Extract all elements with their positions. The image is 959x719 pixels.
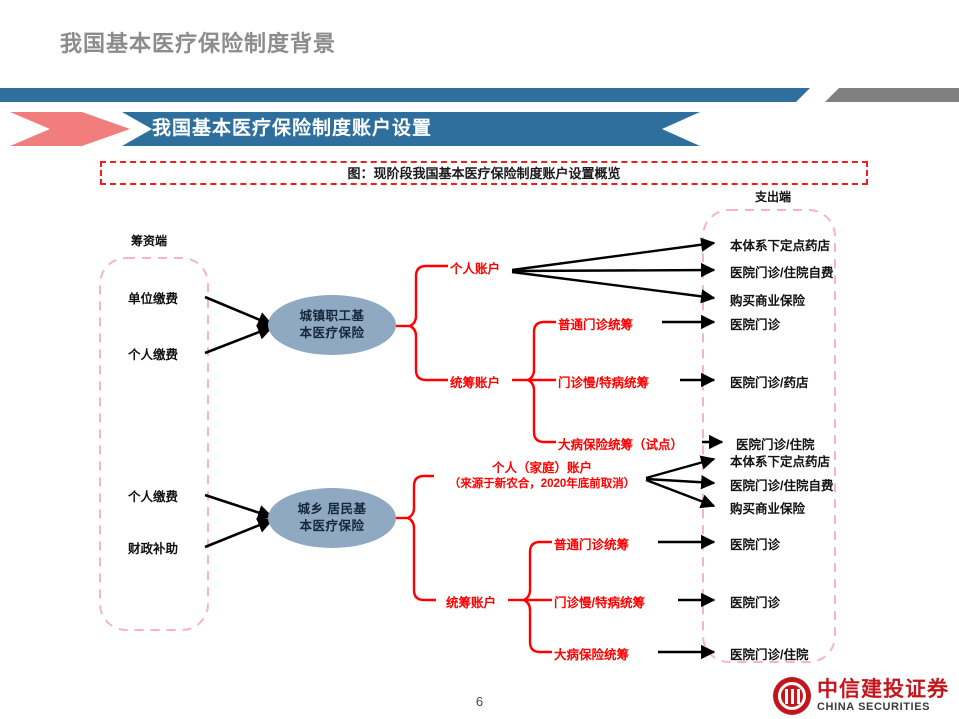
scheme-name-line1: 城镇职工基 [299, 309, 365, 323]
citic-mark-icon [773, 677, 811, 715]
diagram-connectors [99, 209, 836, 663]
company-logo-en: CHINA SECURITIES [817, 700, 931, 713]
output-node: 医院门诊/住院自费 [730, 479, 834, 493]
header-rule-blue-segment [0, 88, 810, 102]
scheme-name-line1: 城乡 居民基 [297, 502, 367, 516]
sub-account-node: 门诊慢/特病统筹 [554, 596, 645, 610]
account-node-family-label: 个人（家庭）账户 [491, 461, 592, 475]
expenditure-end-label: 支出端 [755, 190, 792, 204]
sub-account-node: 门诊慢/特病统筹 [558, 376, 649, 390]
banner-blue-chevron [122, 112, 700, 146]
sub-account-node: 普通门诊统筹 [554, 538, 630, 552]
output-node: 医院门诊/药店 [730, 376, 809, 390]
output-node: 购买商业保险 [730, 294, 806, 308]
input-node: 财政补助 [128, 542, 179, 556]
input-node: 个人缴费 [128, 490, 179, 504]
account-node-personal: 个人账户 [450, 262, 501, 276]
page-number: 6 [475, 694, 484, 709]
expenditure-boundary [702, 209, 836, 663]
scheme-name-line2: 本医疗保险 [299, 519, 365, 533]
figure-caption-text: 图：现阶段我国基本医疗保险制度账户设置概览 [347, 166, 621, 181]
scheme-name-line2: 本医疗保险 [299, 326, 365, 340]
scheme-oval-employee: 城镇职工基 本医疗保险 [268, 295, 396, 355]
sub-account-node: 普通门诊统筹 [558, 318, 634, 332]
header-rule [0, 88, 959, 102]
output-node: 本体系下定点药店 [730, 239, 831, 253]
output-node: 医院门诊 [730, 318, 781, 332]
output-node: 医院门诊 [730, 596, 781, 610]
output-node: 医院门诊/住院自费 [730, 266, 834, 280]
section-banner: 我国基本医疗保险制度账户设置 [10, 112, 700, 146]
output-node: 医院门诊 [730, 538, 781, 552]
output-node: 购买商业保险 [730, 502, 806, 516]
banner-red-chevron-icon [10, 112, 130, 146]
input-node: 个人缴费 [128, 348, 179, 362]
account-node-pooled: 统筹账户 [450, 376, 501, 390]
input-node: 单位缴费 [128, 292, 179, 306]
flow-diagram: 筹资端 支出端 单位缴费 个人缴费 城镇职工基 本医疗保险 个人账户 统筹账户 … [0, 190, 959, 680]
funding-boundary [99, 257, 209, 631]
company-logo-cn: 中信建投证券 [817, 677, 949, 701]
sub-account-node: 大病保险统筹 [554, 648, 630, 662]
page-title: 我国基本医疗保险制度背景 [60, 31, 337, 56]
output-node: 本体系下定点药店 [730, 455, 831, 469]
output-node: 医院门诊/住院 [730, 648, 809, 662]
account-node-pooled: 统筹账户 [446, 596, 497, 610]
header-rule-gray-segment [825, 88, 959, 102]
output-node: 医院门诊/住院 [736, 438, 815, 452]
account-node-family: 个人（家庭）账户 （来源于新农合，2020年底前取消） [436, 460, 648, 492]
company-logo: 中信建投证券 CHINA SECURITIES [773, 676, 949, 716]
sub-account-node: 大病保险统筹（试点） [558, 438, 684, 452]
figure-caption-box: 图：现阶段我国基本医疗保险制度账户设置概览 [100, 161, 868, 185]
account-node-family-note: （来源于新农合，2020年底前取消） [448, 478, 636, 490]
funding-end-label: 筹资端 [131, 234, 168, 248]
scheme-oval-resident: 城乡 居民基 本医疗保险 [268, 488, 396, 548]
section-banner-label: 我国基本医疗保险制度账户设置 [152, 118, 433, 139]
